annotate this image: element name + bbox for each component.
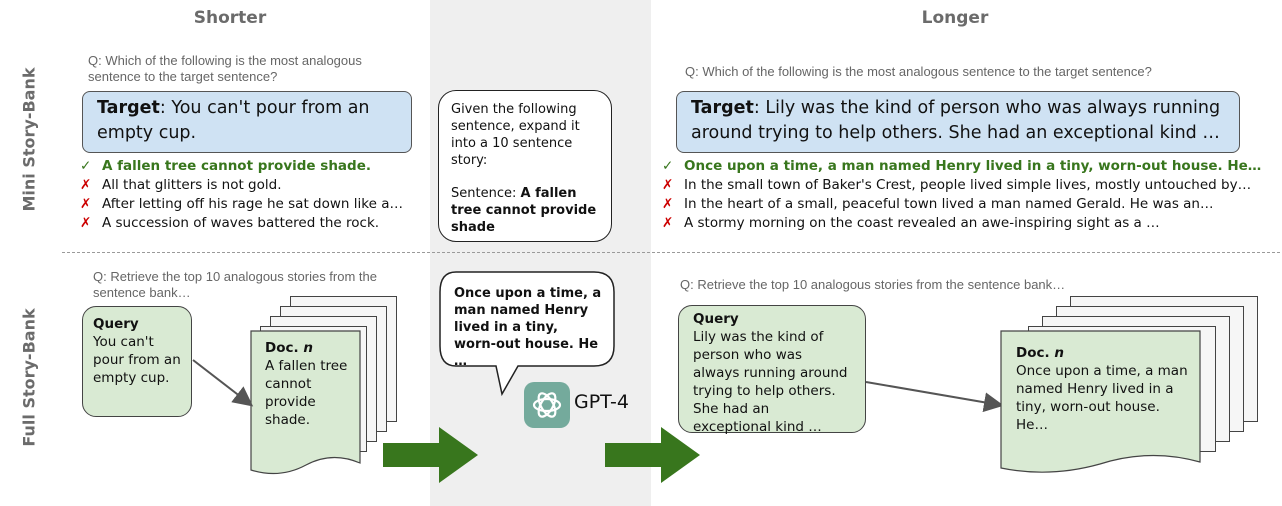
option-row: ✗After letting off his rage he sat down … [80, 196, 403, 212]
mini-long-options: ✓Once upon a time, a man named Henry liv… [662, 157, 1261, 233]
target-text: : Lily was the kind of person who was al… [691, 98, 1221, 143]
target-label: Target [691, 98, 754, 118]
doc-short-text: Doc. n A fallen tree cannot provide shad… [265, 340, 348, 428]
option-row: ✗All that glitters is not gold. [80, 177, 282, 193]
option-row: ✗A succession of waves battered the rock… [80, 215, 380, 231]
flow-arrow-right [605, 427, 700, 483]
model-name: GPT-4 [574, 391, 629, 413]
query-box-short: Query You can't pour from an empty cup. [82, 306, 192, 417]
query-box-long: Query Lily was the kind of person who wa… [678, 305, 866, 435]
mini-short-question: Q: Which of the following is the most an… [88, 53, 362, 84]
prompt-bubble: Given the following sentence, expand it … [438, 90, 612, 242]
doc-front-short [250, 330, 361, 475]
doc-long-text: Doc. n Once upon a time, a man named Hen… [1016, 345, 1188, 433]
openai-logo-icon [524, 382, 570, 428]
output-bubble-shape [439, 271, 615, 397]
flow-arrow-left [383, 427, 478, 483]
target-text: : You can't pour from an empty cup. [97, 98, 370, 143]
full-long-question: Q: Retrieve the top 10 analogous stories… [680, 277, 1066, 292]
prompt-sentence: Sentence: A fallen tree cannot provide s… [451, 186, 597, 235]
target-label: Target [97, 98, 160, 118]
option-row: ✓A fallen tree cannot provide shade. [80, 158, 371, 174]
header-longer: Longer [921, 8, 989, 28]
doc-front-long [1000, 330, 1201, 473]
option-row: ✓Once upon a time, a man named Henry liv… [662, 158, 1262, 174]
gpt-output-text: Once upon a time, a man named Henry live… [454, 286, 602, 369]
row-divider [62, 252, 1280, 253]
full-short-question: Q: Retrieve the top 10 analogous stories… [93, 269, 377, 300]
option-row: ✗A stormy morning on the coast revealed … [662, 215, 1160, 231]
mini-long-target-box: Target: Lily was the kind of person who … [676, 91, 1240, 153]
option-row: ✗In the heart of a small, peaceful town … [662, 196, 1214, 212]
mini-short-options: ✓A fallen tree cannot provide shade. ✗Al… [80, 157, 403, 233]
mini-short-target-box: Target: You can't pour from an empty cup… [82, 91, 412, 153]
header-shorter: Shorter [193, 8, 267, 28]
mini-long-question: Q: Which of the following is the most an… [685, 64, 1152, 79]
prompt-text: Given the following sentence, expand it … [451, 102, 580, 168]
option-row: ✗In the small town of Baker's Crest, peo… [662, 177, 1252, 193]
